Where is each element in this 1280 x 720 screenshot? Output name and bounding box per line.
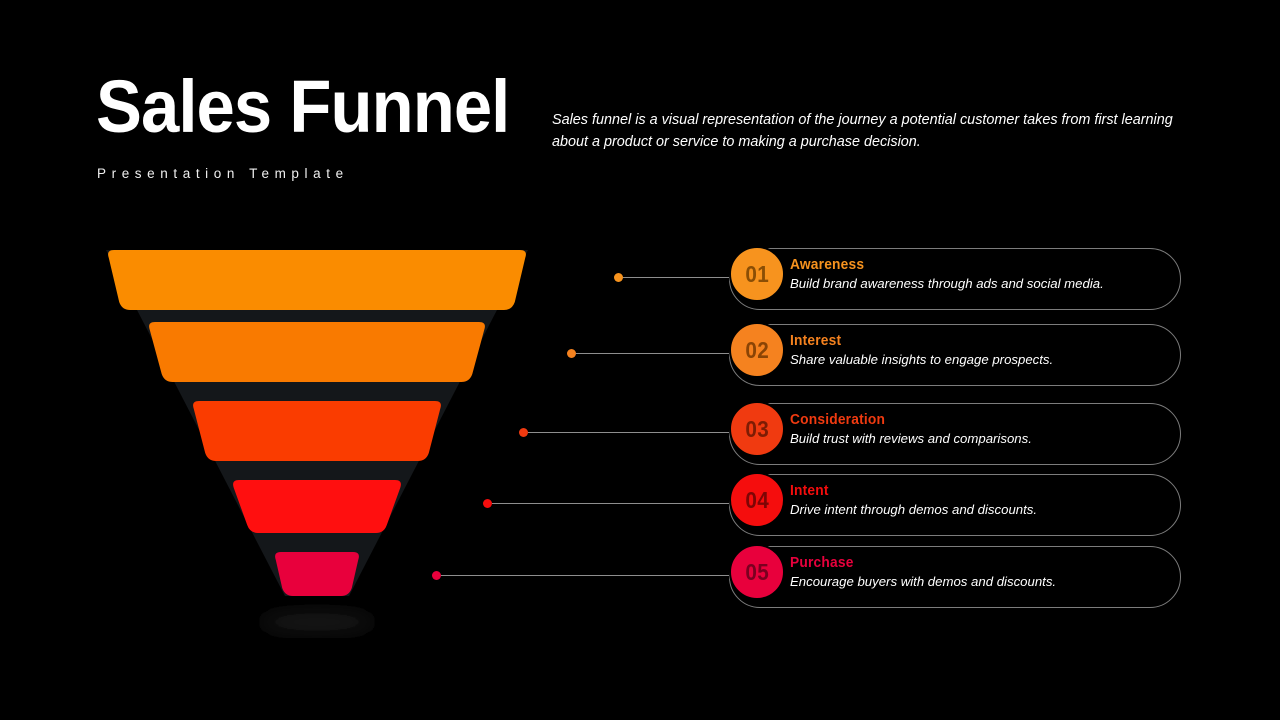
step-description: Build brand awareness through ads and so… bbox=[790, 276, 1104, 291]
step-number-label: 04 bbox=[745, 486, 769, 513]
step-title: Purchase bbox=[790, 555, 854, 571]
step-number-badge-05[interactable]: 05 bbox=[729, 544, 785, 600]
connector-stroke-04 bbox=[492, 502, 734, 504]
step-number-label: 02 bbox=[745, 336, 769, 363]
connector-dot-05 bbox=[432, 570, 441, 580]
step-number-label: 01 bbox=[745, 260, 769, 287]
connector-dot-01 bbox=[614, 272, 623, 282]
connector-dot-02 bbox=[567, 348, 576, 358]
step-title: Consideration bbox=[790, 412, 886, 428]
step-number-badge-02[interactable]: 02 bbox=[729, 322, 785, 378]
step-description: Build trust with reviews and comparisons… bbox=[790, 431, 1032, 446]
connector-stroke-05 bbox=[441, 574, 734, 576]
step-description: Encourage buyers with demos and discount… bbox=[790, 574, 1057, 589]
step-description: Share valuable insights to engage prospe… bbox=[790, 352, 1054, 367]
description-paragraph: Sales funnel is a visual representation … bbox=[552, 112, 1173, 150]
step-number-badge-04[interactable]: 04 bbox=[729, 472, 785, 528]
funnel-diagram bbox=[90, 238, 545, 638]
connector-line-03 bbox=[519, 427, 734, 437]
funnel-segment-5[interactable] bbox=[275, 552, 359, 596]
step-title: Interest bbox=[790, 333, 842, 349]
connector-line-05 bbox=[432, 570, 734, 580]
step-number-badge-03[interactable]: 03 bbox=[729, 401, 785, 457]
funnel-segment-1[interactable] bbox=[108, 250, 526, 310]
connector-line-02 bbox=[567, 348, 734, 358]
funnel-segment-4[interactable] bbox=[233, 480, 401, 533]
step-title: Awareness bbox=[790, 257, 865, 273]
connector-dot-04 bbox=[483, 498, 492, 508]
funnel-segment-2[interactable] bbox=[149, 322, 485, 382]
step-number-label: 05 bbox=[745, 558, 769, 585]
page-subtitle: Presentation Template bbox=[97, 166, 349, 181]
funnel-shadow bbox=[259, 613, 375, 631]
funnel-svg bbox=[106, 250, 528, 631]
step-description: Drive intent through demos and discounts… bbox=[790, 502, 1038, 517]
step-number-badge-01[interactable]: 01 bbox=[729, 246, 785, 302]
connector-stroke-02 bbox=[576, 352, 734, 354]
page-title: Sales Funnel bbox=[96, 65, 510, 148]
connector-dot-03 bbox=[519, 427, 528, 437]
connector-stroke-03 bbox=[528, 431, 734, 433]
step-number-label: 03 bbox=[745, 415, 769, 442]
connector-line-04 bbox=[483, 498, 734, 508]
connector-stroke-01 bbox=[623, 276, 734, 278]
step-title: Intent bbox=[790, 483, 829, 499]
connector-line-01 bbox=[614, 272, 734, 282]
funnel-segment-3[interactable] bbox=[193, 401, 441, 461]
